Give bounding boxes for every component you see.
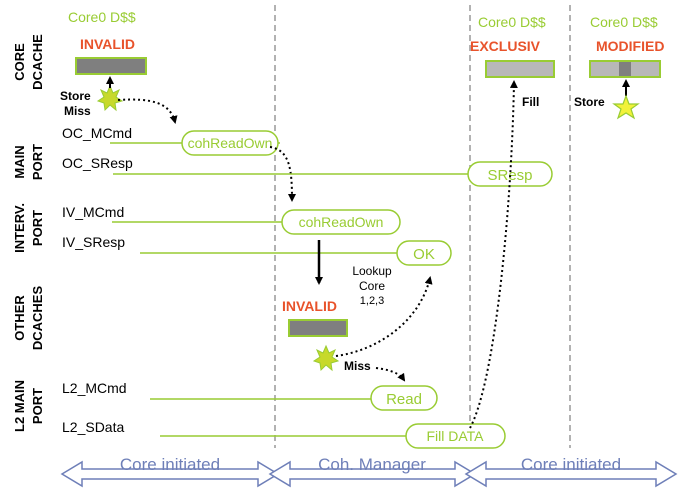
msg-coh-read-own-main	[181, 130, 279, 156]
msg-ok	[396, 240, 452, 266]
row-label-l2-main-port-1: L2 MAIN	[12, 380, 27, 432]
phase-coh-manager: Coh. Manager	[268, 455, 477, 488]
row-label-l2-main-port-2: PORT	[30, 388, 45, 424]
msg-coh-read-own-interv-label: cohReadOwn	[299, 214, 384, 230]
cache-state-initial: INVALID	[80, 36, 135, 52]
lookup-label-3: 1,2,3	[360, 295, 384, 307]
store-miss-label-2: Miss	[64, 104, 91, 118]
phase-label-core-initiated-1: Core initiated	[120, 455, 220, 474]
fill-data-to-cache-arrow	[469, 80, 518, 429]
row-label-main-port-2: PORT	[30, 144, 45, 180]
miss-label: Miss	[344, 359, 371, 373]
cache-state-other: INVALID	[282, 298, 337, 314]
msg-coh-read-own-interv	[281, 209, 401, 235]
row-label-other-dcaches-2: DCACHES	[30, 286, 45, 351]
lookup-label-1: Lookup	[352, 264, 392, 278]
row-label-interv-port-1: INTERV.	[12, 203, 27, 253]
row-label-interv-port-2: PORT	[30, 210, 45, 246]
fill-label: Fill	[522, 95, 539, 109]
row-label-main-port-1: MAIN	[12, 145, 27, 178]
store-miss-burst-icon	[96, 84, 124, 112]
cache-block-other	[288, 319, 348, 337]
miss-to-ok-arrow	[335, 276, 433, 357]
cache-block-modified-line	[619, 62, 631, 76]
phase-label-core-initiated-2: Core initiated	[521, 455, 621, 474]
other-miss-burst-icon	[312, 344, 340, 372]
lookup-label-2: Core	[359, 279, 385, 293]
cache-title-exclusive: Core0 D$$	[478, 14, 546, 30]
signal-l2-mcmd: L2_MCmd	[62, 380, 127, 396]
signal-l2-sdata: L2_SData	[62, 419, 124, 435]
row-label-core-dcache-2: DCACHE	[30, 34, 45, 90]
msg-ok-label: OK	[413, 246, 435, 263]
main-to-interv-arrow	[269, 146, 296, 202]
store-miss-to-request-arrow	[117, 98, 178, 124]
store-star-icon	[612, 94, 640, 120]
row-label-core-dcache-1: CORE	[12, 43, 27, 81]
msg-read	[370, 385, 438, 411]
cache-block-initial	[75, 57, 147, 75]
miss-to-read-arrow	[375, 367, 406, 382]
row-label-other-dcaches-1: OTHER	[12, 295, 27, 341]
store-miss-label-1: Store	[60, 89, 91, 103]
phase-core-initiated-1: Core initiated	[60, 455, 280, 488]
signal-oc-sresp: OC_SResp	[62, 155, 133, 171]
signal-oc-mcmd: OC_MCmd	[62, 125, 132, 141]
phase-core-initiated-2: Core initiated	[464, 455, 678, 488]
msg-read-label: Read	[386, 391, 422, 408]
cache-title-initial: Core0 D$$	[68, 9, 136, 25]
store-label: Store	[574, 95, 605, 109]
cache-title-modified: Core0 D$$	[590, 14, 658, 30]
cache-state-modified: MODIFIED	[596, 38, 664, 54]
cache-block-exclusive	[485, 60, 555, 78]
phase-label-coh-manager: Coh. Manager	[318, 455, 426, 474]
msg-fill-data	[405, 423, 506, 449]
msg-fill-data-label: Fill DATA	[426, 428, 484, 444]
signal-iv-mcmd: IV_MCmd	[62, 204, 124, 220]
signal-iv-sresp: IV_SResp	[62, 234, 125, 250]
cache-state-exclusive: EXCLUSIV	[470, 38, 541, 54]
msg-coh-read-own-main-label: cohReadOwn	[188, 135, 273, 151]
